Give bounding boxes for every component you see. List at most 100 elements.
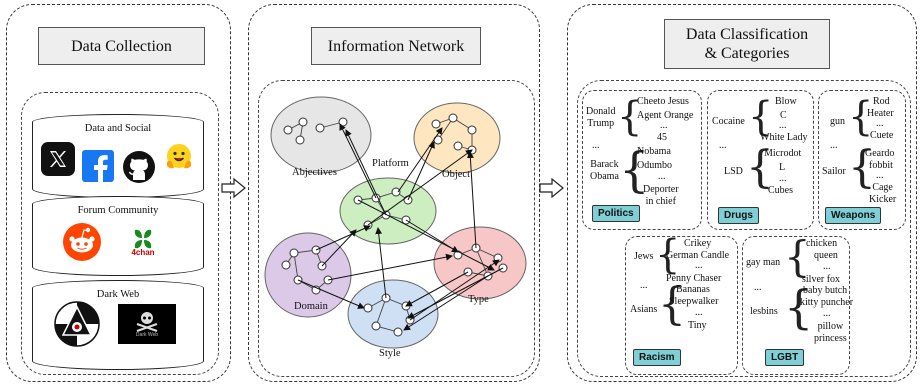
flow-arrow-2: [539, 178, 564, 198]
racism-item: ...: [695, 307, 703, 318]
node-label-type: Type: [468, 294, 489, 305]
politics-item: Deporter in chief: [643, 184, 679, 207]
forum-community-label: Forum Community: [77, 205, 159, 216]
racism-mid: ...: [640, 280, 648, 291]
lgbt-item: ...: [823, 308, 831, 319]
politics-term-1: Donald Trump: [586, 106, 616, 129]
racism-item: Crikey: [684, 238, 712, 249]
node-label-domain: Domain: [294, 301, 328, 312]
domain-cluster: [264, 232, 352, 318]
lgbt-item: baby butch: [803, 285, 848, 296]
drugs-item: ...: [779, 173, 787, 184]
drugs-term-1: Cocaine: [712, 116, 745, 127]
weapons-badge: Weapons: [825, 207, 882, 224]
flow-arrow-1: [221, 178, 246, 198]
racism-brace-1: {: [655, 232, 681, 278]
reddit-logo-icon: [62, 222, 102, 262]
politics-item: Cheeto Jesus: [637, 96, 689, 107]
classification-panel: [567, 4, 917, 382]
lgbt-item: queen: [814, 250, 838, 261]
lgbt-badge: LGBT: [765, 349, 805, 366]
politics-item: ...: [660, 120, 668, 131]
node-label-style: Style: [379, 348, 401, 359]
racism-item: Bananas: [676, 284, 710, 295]
weapons-item: Heater: [867, 108, 894, 119]
lgbt-term-2: lesbins: [750, 306, 778, 317]
weapons-item: Cuete: [870, 130, 894, 141]
data-social-label: Data and Social: [84, 123, 152, 134]
lgbt-brace-1: {: [784, 232, 811, 281]
node-label-object: Object: [442, 169, 470, 180]
forum-community-cylinder: Forum Community: [32, 196, 206, 276]
weapons-term-1: gun: [830, 116, 845, 127]
weapons-item: Rod: [873, 96, 890, 107]
node-label-objectives: Abjectives: [292, 167, 337, 178]
information-network-title: Information Network: [311, 27, 481, 65]
lgbt-item: pillow princess: [814, 321, 847, 344]
weapons-mid: ...: [830, 140, 838, 151]
data-collection-panel: [6, 4, 231, 382]
lgbt-box: [742, 236, 850, 375]
drugs-item: ...: [779, 120, 787, 131]
drugs-item: White Lady: [760, 132, 808, 143]
politics-brace-1: {: [617, 94, 643, 140]
racism-item: ...: [695, 260, 703, 271]
4chan-text: 4chan: [131, 247, 155, 257]
style-cluster: [347, 279, 439, 349]
racism-term-2: Asians: [630, 304, 658, 315]
weapons-brace-2: {: [848, 142, 876, 193]
racism-item: German Candle: [666, 250, 730, 261]
weapons-item: Geardo: [865, 148, 895, 159]
data-sources-container: [21, 92, 219, 375]
politics-term-2: Barack Obama: [590, 159, 619, 182]
facebook-logo-icon: [82, 150, 114, 182]
politics-item: Agent Orange: [637, 110, 694, 121]
weapons-box: [818, 90, 906, 230]
weapons-item: fobbit: [869, 160, 893, 171]
information-network-panel: [248, 4, 540, 382]
politics-box: [582, 90, 702, 230]
politics-brace-2: {: [619, 142, 650, 198]
drugs-brace-1: {: [748, 94, 774, 140]
politics-item: Nobama: [637, 146, 671, 157]
racism-item: Penny Chaser: [666, 273, 722, 284]
racism-box: [625, 236, 738, 375]
politics-item: ...: [658, 171, 666, 182]
dark-web-label: Dark Web: [96, 289, 140, 300]
network-graph: [264, 96, 527, 349]
data-collection-title: Data Collection: [38, 27, 205, 65]
weapons-term-2: Sailor: [822, 166, 846, 177]
lgbt-item: kitty puncher: [800, 297, 854, 308]
huggingface-logo-icon: [164, 142, 194, 172]
darkweb-badge-text: Dark Web: [135, 332, 159, 338]
github-logo-icon: [122, 150, 156, 184]
4chan-logo-icon: 4chan: [124, 222, 162, 260]
lgbt-item: chicken: [806, 238, 838, 249]
drugs-term-2: LSD: [724, 166, 743, 177]
node-label-platform: Platform: [372, 158, 409, 169]
racism-term-1: Jews: [634, 251, 654, 262]
lgbt-brace-2: {: [784, 280, 814, 334]
weapons-item: ...: [876, 170, 884, 181]
drugs-brace-2: {: [746, 142, 774, 193]
lgbt-item: silver fox: [802, 274, 841, 285]
politics-item: 45: [657, 132, 667, 143]
lgbt-term-1: gay man: [746, 257, 781, 268]
racism-badge: Racism: [633, 349, 681, 366]
drugs-item: Cubes: [768, 185, 793, 196]
drugs-item: Blow: [775, 96, 797, 107]
lgbt-mid: ...: [754, 282, 762, 293]
racism-item: Sleepwalker: [669, 296, 719, 307]
lgbt-item: ...: [823, 261, 831, 272]
drugs-item: Microdot: [764, 148, 802, 159]
racism-item: Tiny: [688, 320, 707, 331]
politics-badge: Politics: [592, 205, 640, 222]
weapons-item: Cage Kicker: [869, 182, 897, 205]
weapons-item: ...: [876, 118, 884, 129]
x-logo-icon: [41, 142, 75, 176]
darkweb-logo-icon: [54, 301, 100, 347]
object-cluster: [413, 102, 501, 174]
classification-title: Data Classification & Categories: [664, 19, 830, 69]
drugs-box: [707, 90, 814, 230]
politics-item: Odumbo: [637, 160, 672, 171]
